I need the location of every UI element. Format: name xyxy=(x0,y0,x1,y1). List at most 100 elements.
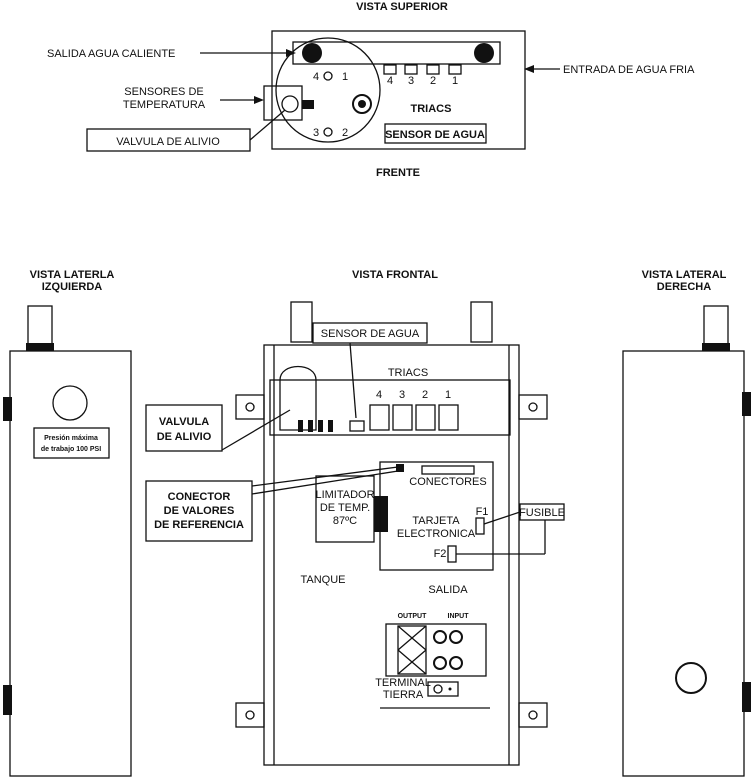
triacs-label: TRIACS xyxy=(411,103,452,115)
fuse-f1 xyxy=(475,517,485,535)
limiter-mount xyxy=(374,496,388,532)
callout-line xyxy=(249,109,286,141)
water-sensor-top xyxy=(352,94,372,114)
board-connector-strip xyxy=(421,465,475,475)
triac-tab xyxy=(383,64,397,75)
cold-inlet-pipe xyxy=(474,43,494,63)
pressure-plate xyxy=(33,427,110,459)
connector-label-1: CONECTOR xyxy=(168,491,231,503)
triac-tab xyxy=(404,64,418,75)
manifold-bar xyxy=(292,41,501,65)
front-label: FRENTE xyxy=(376,167,420,179)
output-label: OUTPUT xyxy=(398,613,428,620)
connector-label-3: DE REFERENCIA xyxy=(154,519,244,531)
front-body xyxy=(263,344,520,766)
output-terminals xyxy=(397,625,427,675)
triac-number: 2 xyxy=(430,75,436,87)
top-view-housing xyxy=(271,30,526,150)
sensor-pin xyxy=(298,420,303,432)
board-label-2: ELECTRONICA xyxy=(397,528,476,540)
right-view-title-2: DERECHA xyxy=(657,281,711,293)
electronic-board xyxy=(379,461,494,571)
left-view-title-2: IZQUIERDA xyxy=(42,281,103,293)
cold-water-inlet-label: ENTRADA DE AGUA FRIA xyxy=(563,64,695,76)
left-side-body xyxy=(9,350,132,777)
top-view: VISTA SUPERIOR 4 3 2 1 TRIACS 4 1 3 2 SE… xyxy=(47,1,695,179)
input-terminal xyxy=(433,630,447,644)
limiter-label-2: DE TEMP. xyxy=(320,502,370,514)
front-view: VISTA FRONTAL 4 3 2 1 TRIACS xyxy=(145,269,565,766)
triac-number: 3 xyxy=(408,75,414,87)
left-pipe xyxy=(27,305,53,345)
arrow-head xyxy=(524,65,534,73)
temp-sensors-label-1: SENSORES DE xyxy=(124,86,203,98)
ground-terminal-label-2: TIERRA xyxy=(383,689,424,701)
terminal-block xyxy=(385,623,487,677)
callout-line xyxy=(221,409,291,451)
water-sensor-label: SENSOR DE AGUA xyxy=(321,328,420,340)
f1-label: F1 xyxy=(476,506,489,518)
element-number: 3 xyxy=(313,127,319,139)
sensor-pin xyxy=(308,420,313,432)
ground-terminal-label-1: TERMINAL xyxy=(375,677,431,689)
f2-label: F2 xyxy=(434,548,447,560)
temp-sensors-label-2: TEMPERATURA xyxy=(123,99,206,111)
front-pipe-left xyxy=(290,301,313,343)
triac-number: 4 xyxy=(387,75,393,87)
top-shelf xyxy=(269,379,511,436)
triac-tab xyxy=(448,64,462,75)
callout-line xyxy=(251,470,399,495)
right-side-body xyxy=(622,350,745,777)
triac xyxy=(369,404,390,431)
water-sensor-label-box xyxy=(384,123,487,144)
limiter-label-3: 87ºC xyxy=(333,515,357,527)
relief-valve-top xyxy=(281,95,299,113)
mount-tab xyxy=(235,702,265,728)
triacs-label: TRIACS xyxy=(388,367,428,379)
board-label-1: TARJETA xyxy=(412,515,460,527)
ground-screw xyxy=(433,684,443,694)
hot-water-outlet-label: SALIDA AGUA CALIENTE xyxy=(47,48,175,60)
connector-label-2: DE VALORES xyxy=(164,505,235,517)
ground-screw-dot xyxy=(448,687,452,691)
right-bracket xyxy=(742,682,751,712)
front-pipe-right xyxy=(470,301,493,343)
element-number: 2 xyxy=(342,127,348,139)
fuse-label: FUSIBLE xyxy=(519,507,565,519)
connector-label-box xyxy=(145,480,253,542)
arrow-head xyxy=(254,96,264,104)
relief-valve-label-box xyxy=(145,404,223,452)
mount-tab xyxy=(518,702,548,728)
mount-tab xyxy=(518,394,548,420)
triac-number: 2 xyxy=(422,389,428,401)
callout-line xyxy=(483,511,521,525)
sensor-pin xyxy=(328,420,333,432)
mount-hole xyxy=(528,710,538,720)
left-bracket xyxy=(3,685,12,715)
relief-valve-front xyxy=(279,366,317,431)
triac-tab xyxy=(426,64,440,75)
outlet-label: SALIDA xyxy=(428,584,468,596)
input-terminal xyxy=(449,656,463,670)
mount-hole xyxy=(528,402,538,412)
limiter-label-1: LIMITADOR xyxy=(315,489,374,501)
water-sensor-label-box xyxy=(312,322,428,344)
right-pipe xyxy=(703,305,729,345)
right-bracket xyxy=(742,392,751,416)
triac-number: 1 xyxy=(445,389,451,401)
arrow-head xyxy=(286,49,296,57)
element-number: 1 xyxy=(342,71,348,83)
hot-outlet-pipe xyxy=(302,43,322,63)
input-terminal xyxy=(449,630,463,644)
triac xyxy=(415,404,436,431)
right-port xyxy=(675,662,707,694)
ground-terminal xyxy=(427,681,459,697)
element-terminal xyxy=(323,71,333,81)
input-label: INPUT xyxy=(448,613,470,620)
input-terminal xyxy=(433,656,447,670)
left-side-view: VISTA LATERLA IZQUIERDA Presión máxima d… xyxy=(3,269,132,777)
triac-number: 3 xyxy=(399,389,405,401)
terminal-hatch xyxy=(397,649,427,675)
sensor-pin xyxy=(318,420,323,432)
